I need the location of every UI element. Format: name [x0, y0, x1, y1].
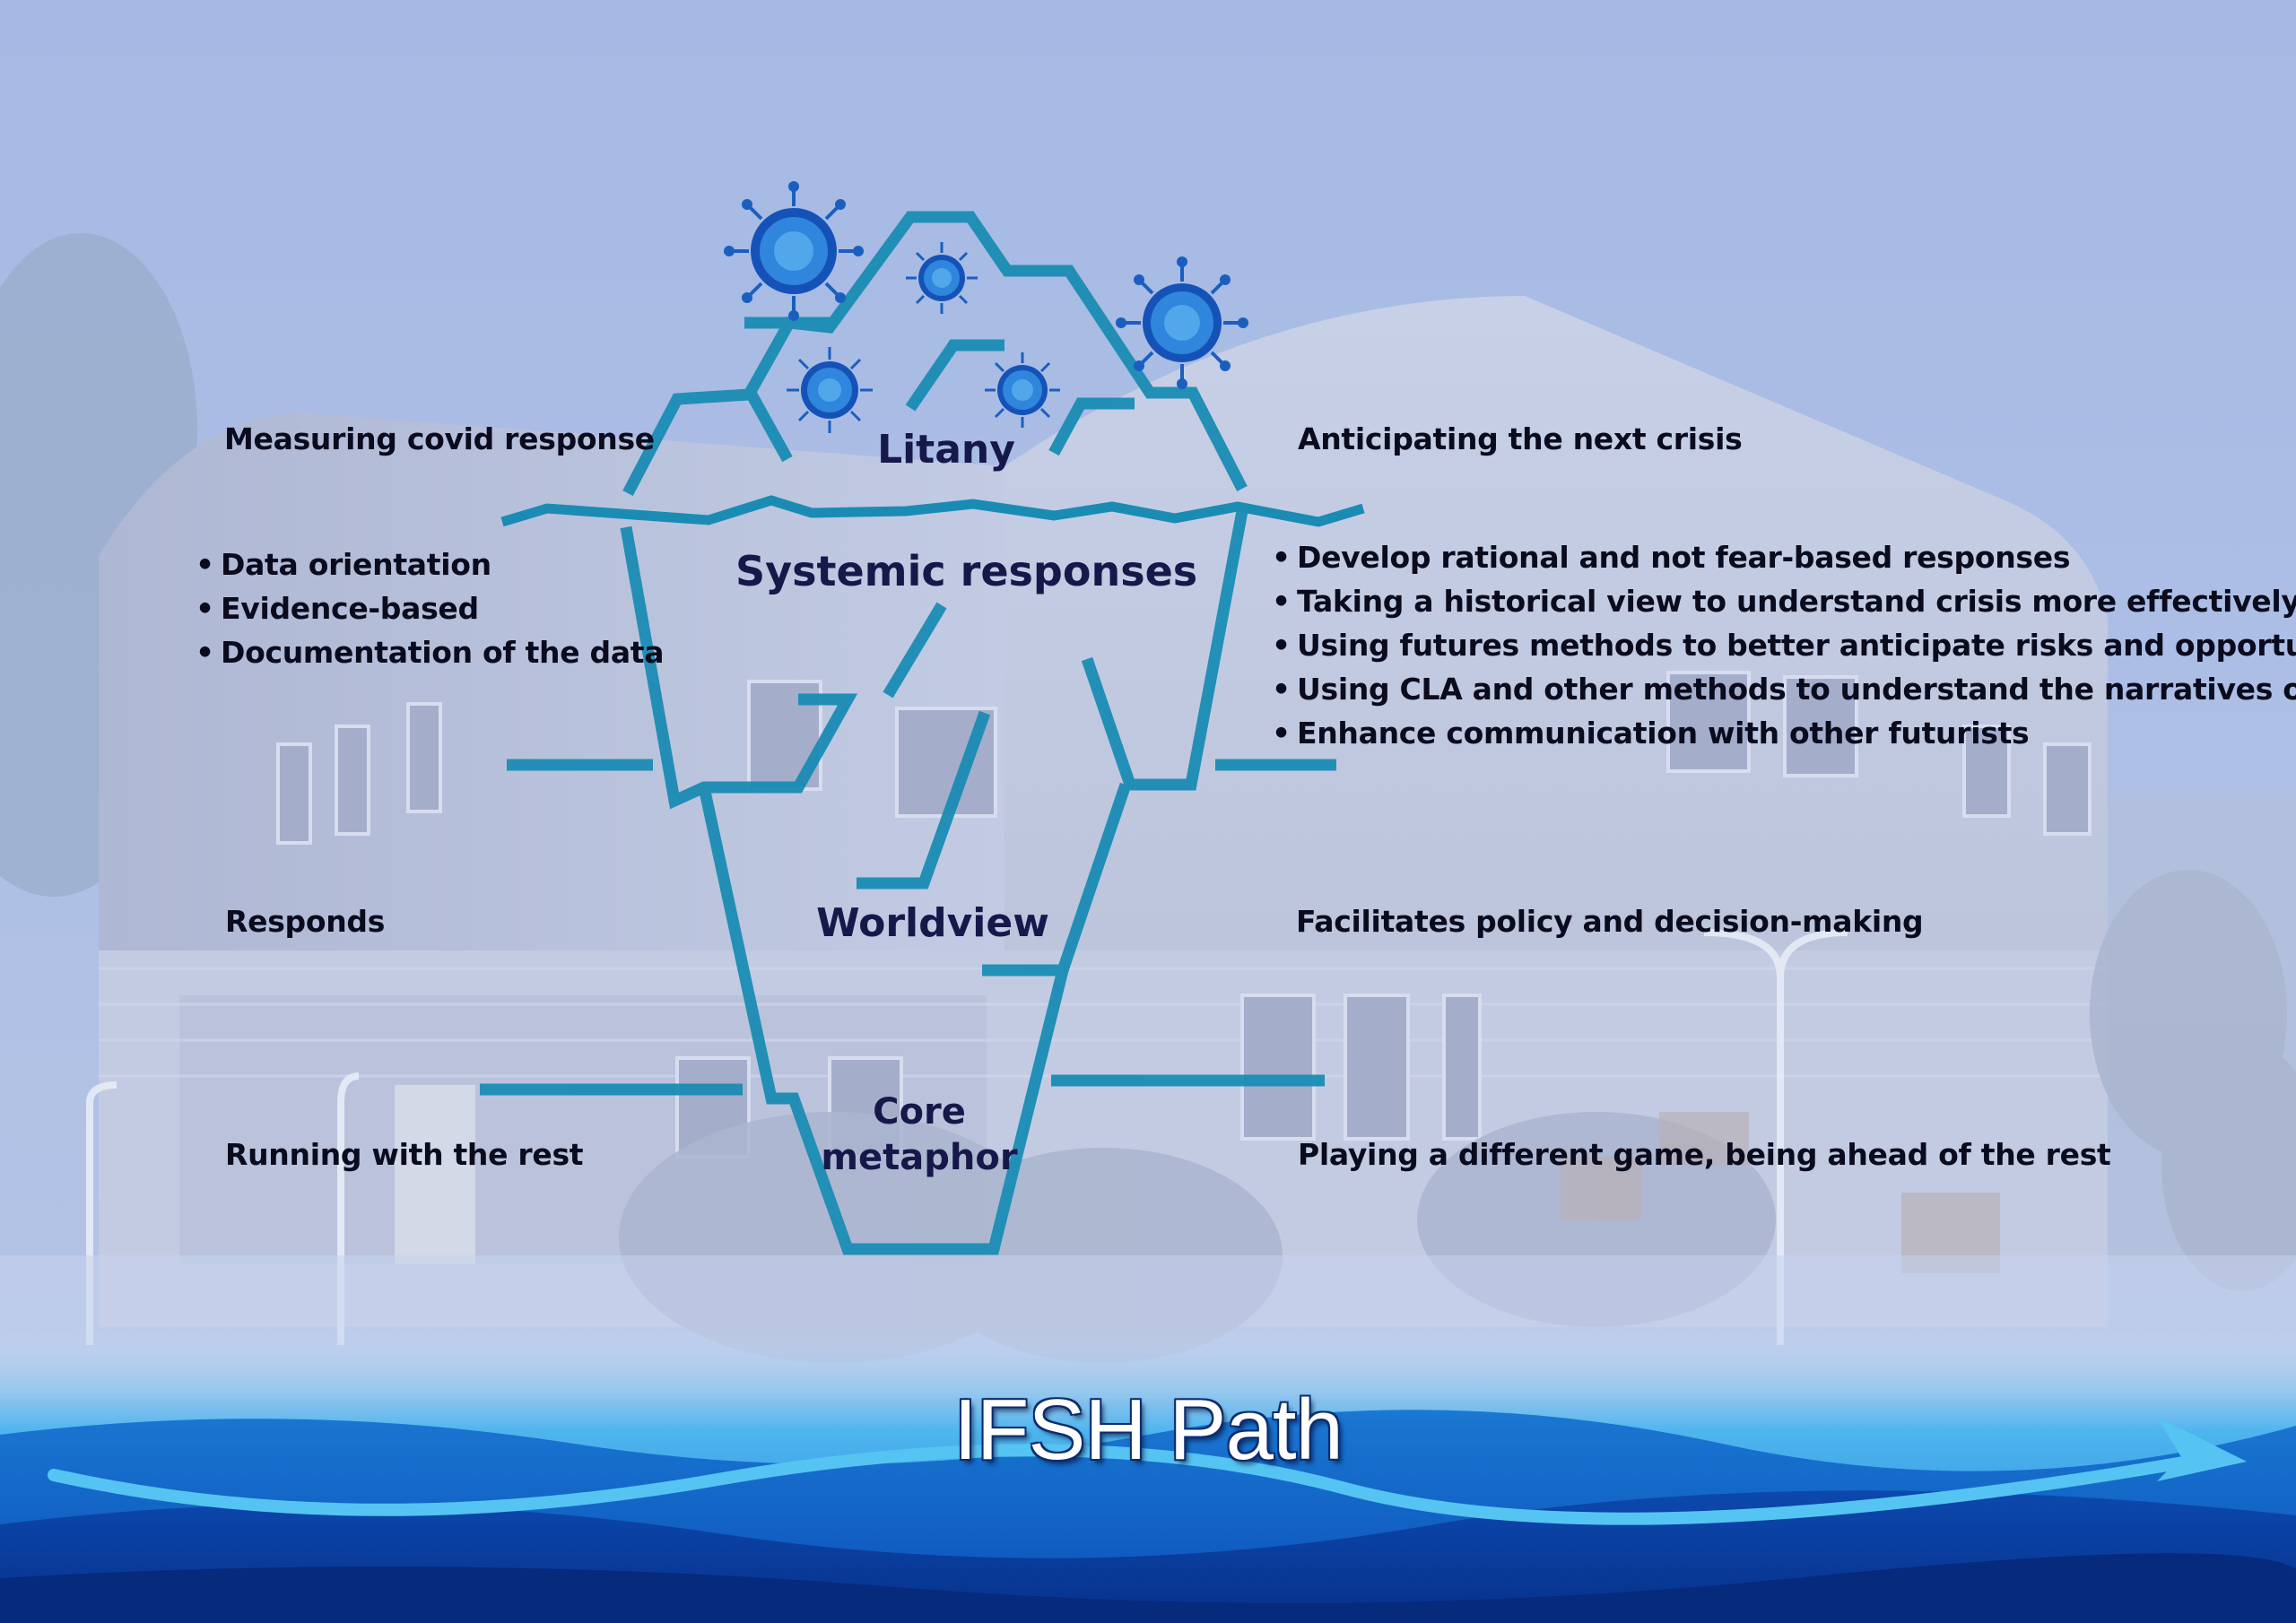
right-bullet-item: Taking a historical view to understand c…	[1272, 579, 2296, 623]
iceberg-body-right	[1081, 509, 1248, 791]
waterline	[500, 495, 1365, 527]
layer-core-metaphor-line1: Core	[873, 1091, 966, 1133]
left-bullet-item: Data orientation	[196, 542, 664, 586]
wave-arrow	[48, 1444, 2195, 1525]
left-worldview-label: Responds	[225, 904, 386, 939]
iceberg-tip-inner-2	[905, 339, 1004, 412]
iceberg-body-right-lower	[1057, 782, 1132, 973]
iceberg-tip-inner-4	[1048, 397, 1135, 456]
arrow-head-icon	[2157, 1417, 2247, 1481]
right-worldview-label: Facilitates policy and decision-making	[1296, 904, 1924, 939]
right-bullet-item: Using CLA and other methods to understan…	[1272, 667, 2296, 711]
virus-icon-small-top	[906, 242, 978, 314]
right-bullet-item: Enhance communication with other futuris…	[1272, 711, 2296, 755]
layer-core-metaphor-line2: metaphor	[821, 1137, 1018, 1178]
virus-icon-large-left	[724, 181, 864, 321]
iceberg-inner-crack-1	[883, 602, 947, 699]
right-bullet-item: Develop rational and not fear-based resp…	[1272, 535, 2296, 579]
right-systemic-bullets: Develop rational and not fear-based resp…	[1272, 535, 2296, 755]
right-bullet-item: Using futures methods to better anticipa…	[1272, 623, 2296, 667]
left-litany-label: Measuring covid response	[224, 421, 655, 456]
left-metaphor-label: Running with the rest	[225, 1137, 584, 1172]
left-systemic-bullets: Data orientation Evidence-based Document…	[196, 542, 665, 674]
virus-icon-large-right	[1116, 256, 1248, 389]
virus-icon-medium-right	[985, 352, 1060, 428]
left-bullet-item: Documentation of the data	[196, 630, 665, 674]
iceberg-inner-crack-2	[857, 710, 991, 890]
right-litany-label: Anticipating the next crisis	[1298, 421, 1743, 456]
iceberg-body-left	[620, 525, 858, 810]
layer-worldview: Worldview	[816, 900, 1049, 946]
left-bullet-item: Evidence-based	[196, 586, 664, 630]
iceberg-tip-inner-3	[746, 391, 793, 463]
layer-litany: Litany	[877, 427, 1015, 473]
footer-title: IFSH Path	[953, 1382, 1344, 1478]
iceberg-tip-left	[622, 211, 1248, 497]
virus-icon-medium-left	[787, 347, 873, 433]
right-metaphor-label: Playing a different game, being ahead of…	[1298, 1137, 2111, 1172]
layer-systemic-responses: Systemic responses	[735, 547, 1198, 595]
